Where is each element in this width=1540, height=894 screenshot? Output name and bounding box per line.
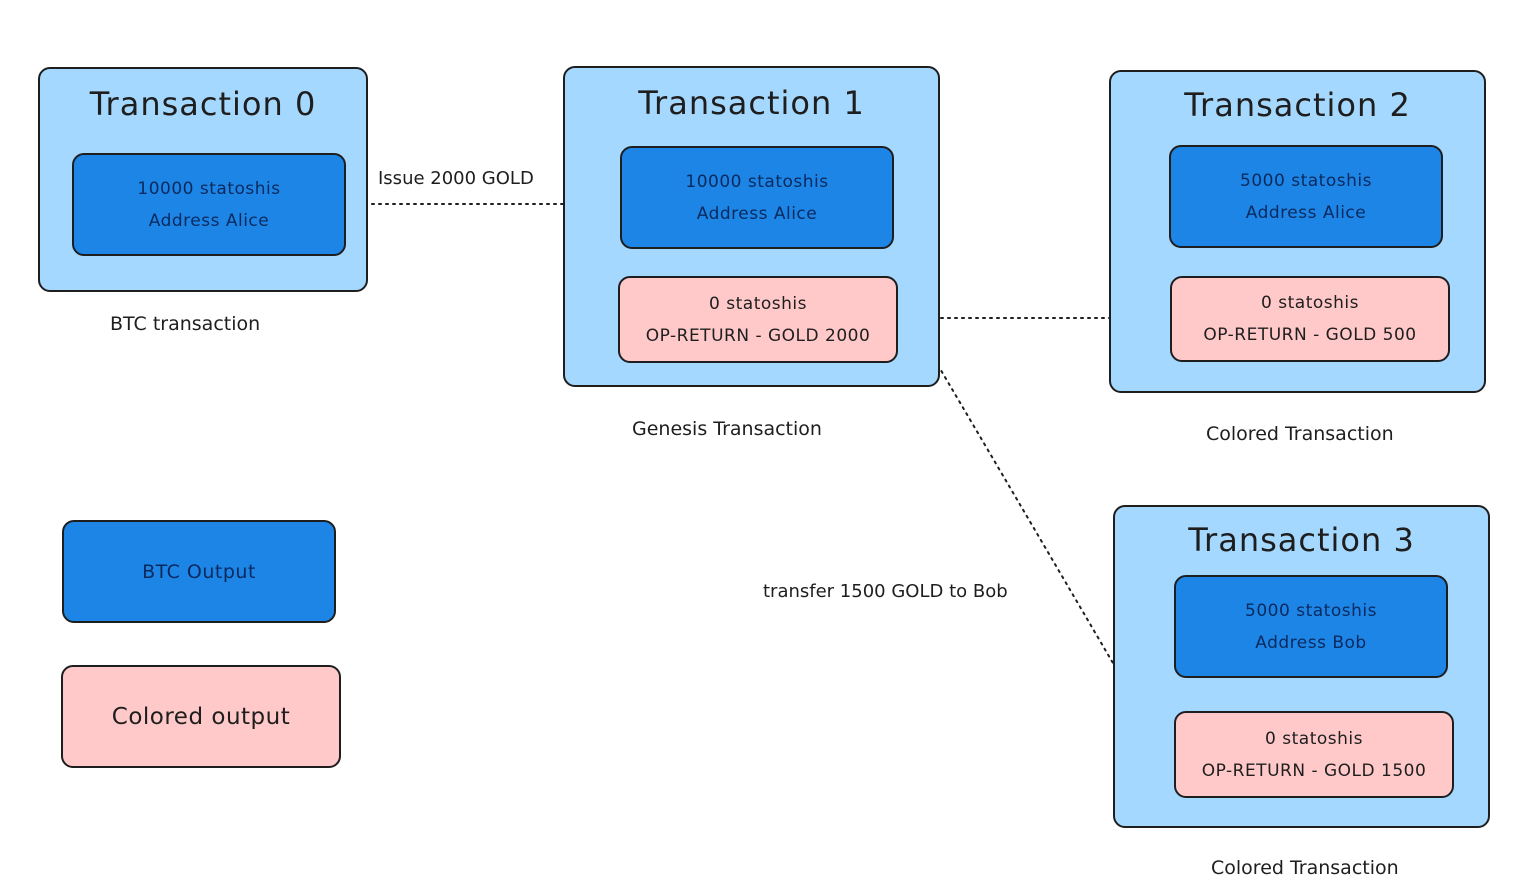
transaction-2-box: Transaction 2 5000 statoshis Address Ali… [1109,70,1486,393]
transaction-0-box: Transaction 0 10000 statoshis Address Al… [38,67,368,292]
transaction-0-caption: BTC transaction [110,313,261,335]
transaction-1-box: Transaction 1 10000 statoshis Address Al… [563,66,940,387]
transaction-2-btc-amount: 5000 statoshis [1240,170,1372,191]
transaction-3-title: Transaction 3 [1188,521,1415,559]
legend-colored-output-label: Colored output [111,703,291,730]
transaction-2-colored-amount: 0 statoshis [1261,293,1359,313]
transaction-2-caption: Colored Transaction [1206,423,1394,445]
transaction-3-colored-amount: 0 statoshis [1265,728,1363,749]
transaction-3-btc-output: 5000 statoshis Address Bob [1174,575,1448,678]
transaction-2-btc-output: 5000 statoshis Address Alice [1169,145,1443,248]
edge-label-transfer: transfer 1500 GOLD to Bob [763,581,1008,602]
edge-label-issue: Issue 2000 GOLD [378,168,534,189]
transaction-1-btc-address: Address Alice [696,203,818,224]
transaction-1-btc-amount: 10000 statoshis [685,171,829,192]
transaction-1-colored-amount: 0 statoshis [709,293,807,314]
legend-btc-output: BTC Output [62,520,336,623]
transaction-2-title: Transaction 2 [1184,86,1411,124]
transaction-1-colored-op-return: OP-RETURN - GOLD 2000 [645,325,871,346]
transaction-2-colored-op-return: OP-RETURN - GOLD 500 [1203,325,1417,345]
transaction-1-caption: Genesis Transaction [632,418,822,440]
transaction-0-btc-amount: 10000 statoshis [137,178,281,199]
transaction-3-btc-amount: 5000 statoshis [1245,600,1377,621]
transaction-2-btc-address: Address Alice [1245,202,1367,223]
legend-colored-output: Colored output [61,665,341,768]
transaction-3-box: Transaction 3 5000 statoshis Address Bob… [1113,505,1490,828]
transaction-3-btc-address: Address Bob [1255,632,1367,653]
transaction-2-colored-output: 0 statoshis OP-RETURN - GOLD 500 [1170,276,1450,362]
transaction-0-btc-address: Address Alice [148,210,270,231]
transaction-0-btc-output: 10000 statoshis Address Alice [72,153,346,256]
transaction-3-caption: Colored Transaction [1211,857,1399,879]
legend-btc-output-label: BTC Output [142,560,256,583]
transaction-3-colored-op-return: OP-RETURN - GOLD 1500 [1201,760,1427,781]
transaction-3-colored-output: 0 statoshis OP-RETURN - GOLD 1500 [1174,711,1454,798]
transaction-1-title: Transaction 1 [638,84,865,122]
transaction-1-colored-output: 0 statoshis OP-RETURN - GOLD 2000 [618,276,898,363]
transaction-1-btc-output: 10000 statoshis Address Alice [620,146,894,249]
transaction-0-title: Transaction 0 [89,85,317,123]
